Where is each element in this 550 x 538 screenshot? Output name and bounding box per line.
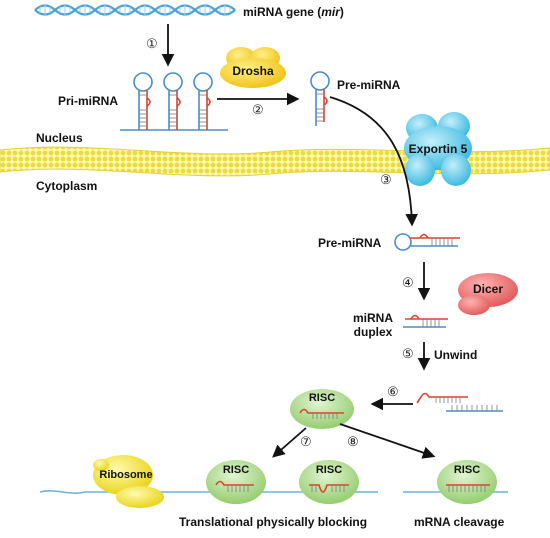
risc-complex-cleavage [437,460,497,504]
step-4-marker: ④ [402,276,414,291]
ribosome-label: Ribosome [99,469,153,481]
drosha-label: Drosha [232,64,274,78]
risc-complex-blocking-1 [206,460,266,504]
arrow-step-3 [329,96,418,227]
gene-label-italic: mir [321,5,340,19]
step-1-marker: ① [146,37,158,52]
risc-complex-loaded [290,389,354,429]
pre-mirna-cytoplasm-label: Pre-miRNA [318,236,382,250]
drosha-protein [220,47,286,88]
risc-complex-blocking-2 [299,460,359,504]
gene-label: miRNA gene (mir) [243,5,344,19]
mirna-duplex-label-line1: miRNA [352,311,393,325]
step-7-marker: ⑦ [300,435,312,450]
step-3-marker: ③ [380,173,392,188]
dicer-protein [458,273,518,315]
mrna-cleavage-label: mRNA cleavage [414,515,505,529]
mirna-duplex [403,314,448,328]
dicer-label: Dicer [472,282,504,296]
arrow-step-7 [272,427,307,458]
pre-mirna-hairpin-nucleus [310,71,330,126]
pre-mirna-nucleus-label: Pre-miRNA [337,78,401,92]
mirna-duplex-label-line2: duplex [353,325,393,339]
step-6-marker: ⑥ [387,385,399,400]
step-2-marker: ② [252,103,264,118]
nucleus-label: Nucleus [36,131,83,145]
cytoplasm-label: Cytoplasm [36,179,98,193]
dna-helix [34,4,236,16]
pri-mirna-label: Pri-miRNA [58,94,119,108]
exportin-5-label: Exportin 5 [408,142,468,156]
ribosome [93,455,164,508]
step-5-marker: ⑤ [402,347,414,362]
mirna-duplex-label: miRNA duplex [350,311,396,339]
gene-label-prefix: miRNA gene ( [243,5,322,19]
risc-label-loaded: RISC [308,392,336,404]
risc-label-blocking-2: RISC [315,464,343,476]
arrow-step-8 [339,423,436,459]
gene-label-suffix: ) [339,5,344,19]
unwind-label: Unwind [434,348,478,362]
translational-blocking-label: Translational physically blocking [179,515,368,529]
risc-label-blocking-1: RISC [222,464,250,476]
unwound-strands [416,392,503,412]
step-8-marker: ⑧ [347,435,359,450]
pre-mirna-hairpin-cytoplasm [394,233,460,251]
exportin-5-protein [404,112,472,186]
pri-mirna-hairpins [120,72,228,131]
risc-label-cleavage: RISC [453,464,481,476]
